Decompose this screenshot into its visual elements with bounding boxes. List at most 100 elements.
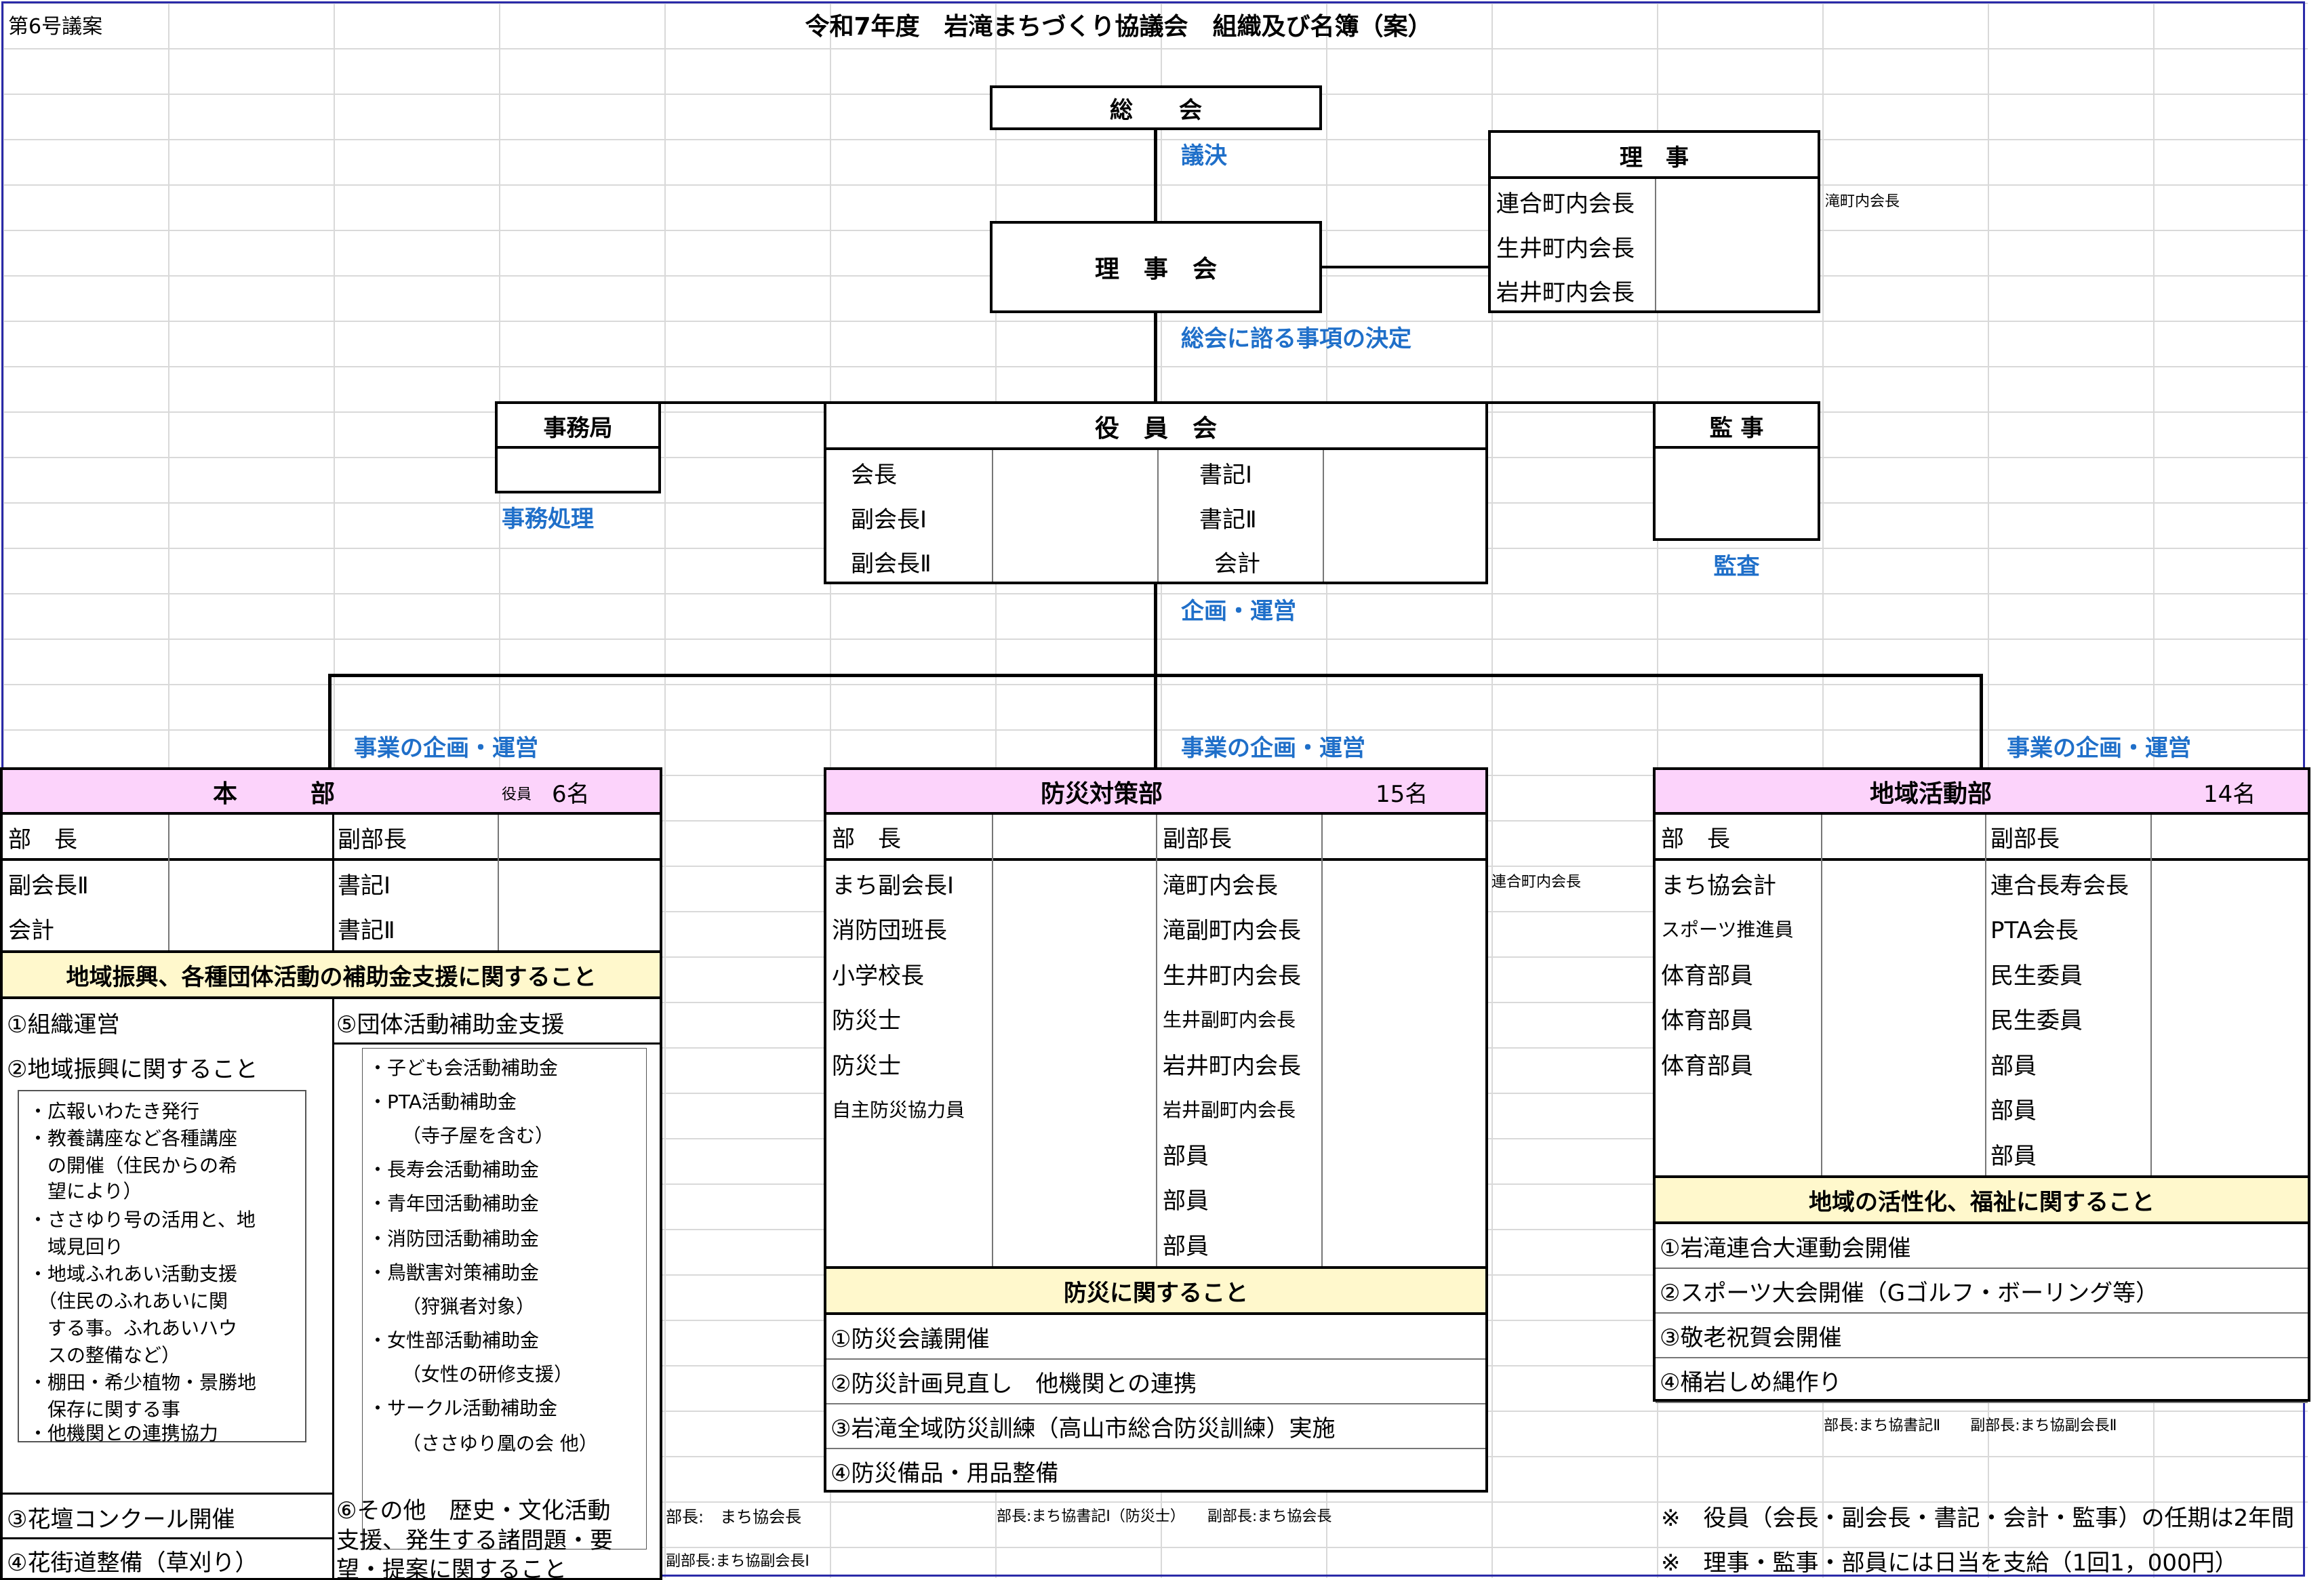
chiiki-member: 部員 (1990, 1052, 2037, 1080)
secretariat-title: 事務局 (543, 414, 613, 442)
divider (992, 815, 993, 1266)
honbu-item: ①組織運営 (7, 1011, 120, 1038)
honbu-item6-line: 支援、発生する諸問題・要 (336, 1526, 613, 1554)
divider (1656, 1221, 2308, 1224)
divider (826, 812, 1485, 815)
divider (1656, 1357, 2308, 1358)
bousai-item: ①防災会議開催 (830, 1325, 990, 1353)
detail-line: 域見回り (28, 1236, 124, 1258)
honbu-section: 地域振興、各種団体活動の補助金支援に関すること (3, 953, 660, 996)
general-meeting-action: 議決 (1181, 142, 1227, 169)
divider (1656, 446, 1818, 449)
divider (826, 447, 1485, 450)
officer-role: 書記Ⅱ (1199, 506, 1257, 533)
chiiki-member: 体育部員 (1661, 1007, 1753, 1034)
officer-role: 会長 (851, 461, 897, 489)
branch-label-bousai: 事業の企画・運営 (1181, 734, 1365, 762)
detail-line: ・消防団活動補助金 (368, 1228, 540, 1250)
honbu-footer: 部長: まち協会長 (666, 1507, 802, 1526)
chiiki-title: 地域活動部 (1870, 780, 1992, 808)
chiiki-member: スポーツ推進員 (1661, 918, 1794, 941)
divider (1656, 1175, 2308, 1178)
auditor-box: 監 事 (1653, 401, 1820, 541)
detail-line: （女性の研修支援） (402, 1363, 574, 1385)
general-meeting-box: 総 会 (990, 85, 1322, 130)
divider (2150, 815, 2152, 1177)
bousai-item: ④防災備品・用品整備 (830, 1459, 1059, 1487)
chiiki-member: PTA会長 (1990, 917, 2079, 944)
divider (826, 1403, 1485, 1404)
detail-line: の開催（住民からの希 (28, 1154, 238, 1177)
divider (1321, 815, 1323, 1266)
divider (992, 450, 993, 582)
detail-line: ・女性部活動補助金 (368, 1329, 540, 1352)
directors-note: 滝町内会長 (1825, 193, 1900, 210)
chiiki-member: 副部長 (1990, 825, 2060, 853)
officer-role: 会計 (1214, 550, 1260, 578)
director-row: 生井町内会長 (1496, 235, 1635, 262)
board-label: 理 事 会 (1094, 256, 1217, 283)
detail-line: ・地域ふれあい活動支援 (28, 1263, 238, 1285)
divider (1491, 176, 1818, 179)
bousai-member: 滝町内会長 (1163, 872, 1278, 899)
divider (1985, 815, 1986, 1177)
honbu-item5-details: ・子ども会活動補助金 ・PTA活動補助金 （寺子屋を含む） ・長寿会活動補助金 … (362, 1048, 647, 1549)
chiiki-count: 14名 (2203, 780, 2256, 808)
chiiki-member: 部 長 (1661, 825, 1730, 853)
bousai-member: まち副会長Ⅰ (832, 872, 955, 899)
director-row: 連合町内会長 (1496, 190, 1635, 218)
chiiki-item: ①岩滝連合大運動会開催 (1660, 1234, 1911, 1262)
bousai-member: 岩井副町内会長 (1163, 1098, 1296, 1121)
bousai-member: 防災士 (832, 1052, 901, 1080)
detail-line: ・子ども会活動補助金 (368, 1057, 559, 1079)
divider (332, 815, 334, 950)
detail-line: ・PTA活動補助金 (368, 1091, 517, 1113)
honbu-title: 本 部 (213, 780, 336, 808)
bousai-member: 生井町内会長 (1163, 962, 1301, 990)
honbu-item: ⑤団体活動補助金支援 (336, 1011, 565, 1038)
divider (332, 1042, 660, 1045)
detail-line: （住民のふれあいに関 (28, 1290, 228, 1312)
bousai-footer: 部長:まち協書記Ⅰ（防災士） 副部長:まち協会長 (997, 1508, 1332, 1525)
note-line: ※ 役員（会長・副会長・書記・会計・監事）の任期は2年間 (1661, 1504, 2295, 1532)
bousai-section: 防災に関すること (826, 1269, 1485, 1312)
honbu-item2-details: ・広報いわたき発行 ・教養講座など各種講座 の開催（住民からの希 望により） ・… (18, 1090, 306, 1444)
chiiki-member: 部員 (1990, 1097, 2037, 1125)
detail-line: ・青年団活動補助金 (368, 1192, 540, 1215)
honbu-role: 書記Ⅰ (338, 872, 391, 899)
auditor-title: 監 事 (1709, 414, 1764, 442)
page-title: 令和7年度 岩滝まちづくり協議会 組織及び名簿（案） (805, 13, 1433, 41)
connector (1322, 266, 1488, 268)
divider (3, 1493, 332, 1495)
divider (498, 446, 658, 449)
detail-line: ・教養講座など各種講座 (28, 1127, 238, 1150)
chiiki-member: 部員 (1990, 1142, 2037, 1170)
honbu-item: ④花街道整備（草刈り） (7, 1549, 258, 1577)
chiiki-member: 民生委員 (1990, 962, 2083, 990)
general-meeting-label: 総 会 (1110, 96, 1202, 124)
honbu-item: ②地域振興に関すること (7, 1055, 258, 1083)
secretariat-action: 事務処理 (502, 505, 594, 533)
detail-line: 保存に関する事 (28, 1398, 181, 1421)
detail-line: ・広報いわたき発行 (28, 1100, 200, 1122)
honbu-role: 副部長 (338, 826, 407, 853)
chiiki-member: 体育部員 (1661, 1052, 1753, 1080)
chiiki-member: 連合長寿会長 (1990, 872, 2129, 899)
honbu-header (3, 770, 660, 813)
divider (3, 996, 660, 999)
bousai-member: 滝副町内会長 (1163, 917, 1301, 944)
bousai-item: ②防災計画見直し 他機関との連携 (830, 1370, 1197, 1398)
connector (328, 674, 1982, 677)
officers-title: 役 員 会 (1094, 415, 1217, 443)
honbu-item6-line: 望・提案に関すること (336, 1556, 567, 1580)
honbu-item6-line: ⑥その他 歴史・文化活動 (336, 1497, 611, 1524)
chiiki-item: ②スポーツ大会開催（Gゴルフ・ボーリング等） (1660, 1279, 2159, 1307)
divider (3, 950, 660, 953)
honbu-count-prefix: 役員 (502, 786, 532, 803)
doc-label: 第6号議案 (8, 15, 103, 39)
bousai-member: 自主防災協力員 (832, 1098, 965, 1121)
bousai-member: 部員 (1163, 1232, 1209, 1260)
bousai-side-note: 連合町内会長 (1491, 874, 1582, 891)
divider (1821, 815, 1822, 1177)
bousai-member: 岩井町内会長 (1163, 1052, 1301, 1080)
